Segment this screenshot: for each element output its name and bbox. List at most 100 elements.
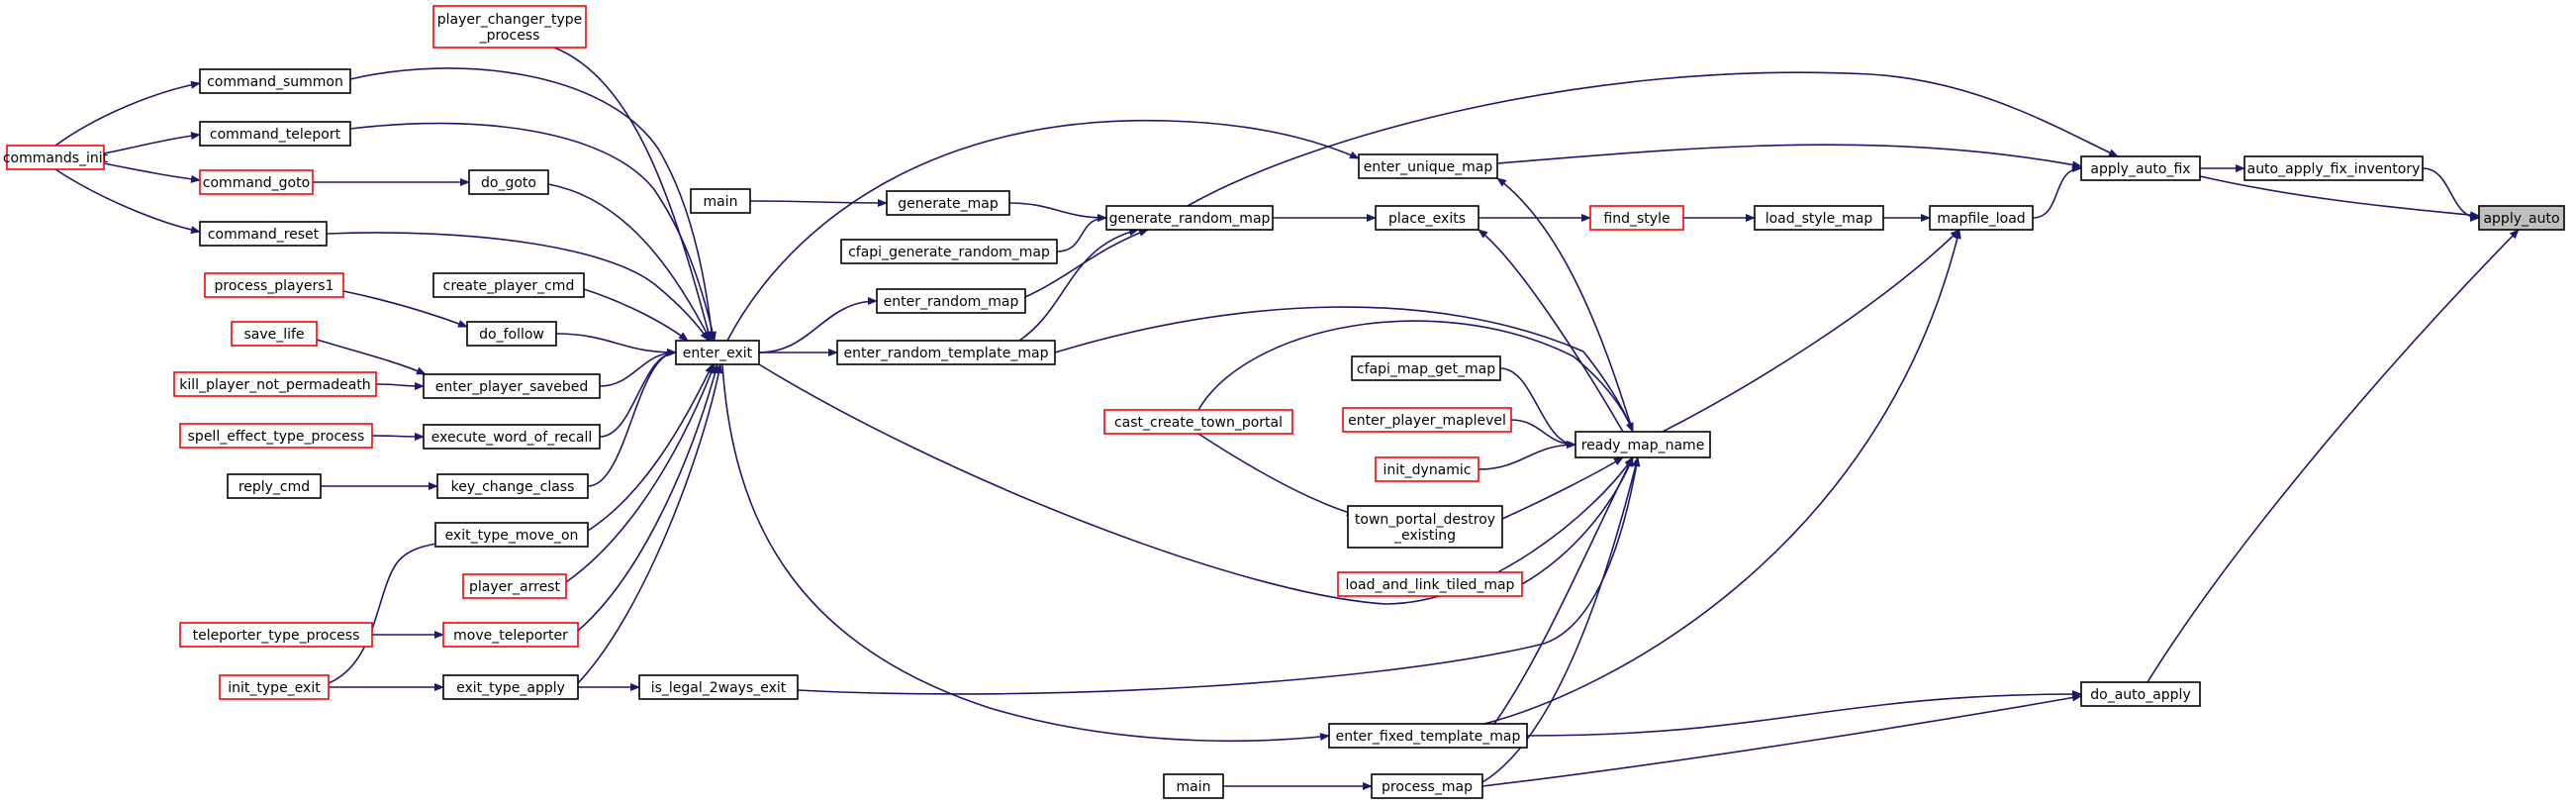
edge-cast-create-town-portal-to-ready-map-name [1197, 320, 1634, 433]
edge-ready-map-name-to-place-exits [1478, 229, 1624, 433]
edge-player-changer-type-process-to-enter-exit [553, 47, 713, 342]
edge-enter-random-template-map-to-generate-random-map [1018, 228, 1139, 342]
node-do-follow[interactable]: do_follow [466, 321, 557, 347]
node-apply-auto[interactable]: apply_auto [2478, 205, 2565, 231]
edge-ready-map-name-to-enter-unique-map [1496, 177, 1634, 433]
node-box [432, 5, 587, 49]
node-init-type-exit[interactable]: init_type_exit [219, 674, 330, 700]
node-kill-player-not-permadeath[interactable]: kill_player_not_permadeath [173, 371, 377, 397]
node-player-changer-type-process[interactable]: player_changer_type_process [432, 5, 587, 49]
node-box [675, 340, 760, 365]
node-layer: apply_auto auto_apply_fix_inventory apply_… [3, 5, 2565, 799]
node-apply-auto-fix[interactable]: apply_auto_fix [2080, 155, 2201, 181]
node-generate-random-map[interactable]: generate_random_map [1105, 205, 1274, 231]
node-label: spell_effect_type_process [188, 429, 365, 445]
node-label: cfapi_map_get_map [1357, 361, 1495, 377]
node-main1[interactable]: main [690, 188, 751, 214]
node-box [227, 473, 322, 499]
node-box [179, 423, 373, 449]
node-execute-word-of-recall[interactable]: execute_word_of_recall [423, 424, 601, 450]
node-is-legal-2ways-exit[interactable]: is_legal_2ways_exit [638, 674, 799, 700]
node-box [423, 373, 601, 399]
node-label: enter_unique_map [1364, 159, 1493, 175]
node-box [840, 239, 1058, 264]
node-label: _existing [1393, 528, 1456, 544]
node-box [199, 221, 328, 247]
edge-main1-to-generate-map [749, 198, 888, 207]
node-process-map[interactable]: process_map [1371, 773, 1483, 799]
node-command-reset[interactable]: command_reset [199, 221, 328, 247]
edge-apply-auto-fix-to-apply-auto [2199, 175, 2480, 220]
node-command-goto[interactable]: command_goto [199, 169, 314, 195]
node-load-and-link-tiled-map[interactable]: load_and_link_tiled_map [1337, 571, 1523, 597]
node-ready-map-name[interactable]: ready_map_name [1574, 431, 1711, 458]
node-label: commands_init [3, 151, 109, 166]
node-enter-random-map[interactable]: enter_random_map [876, 288, 1026, 314]
node-command-teleport[interactable]: command_teleport [199, 121, 351, 147]
node-auto-apply-fix-inventory[interactable]: auto_apply_fix_inventory [2243, 155, 2424, 181]
node-box [2080, 681, 2201, 707]
node-save-life[interactable]: save_life [231, 321, 318, 347]
edge-command-teleport-to-enter-exit [349, 122, 716, 342]
node-move-teleporter[interactable]: move_teleporter [442, 622, 579, 648]
node-box [886, 190, 1010, 216]
node-place-exits[interactable]: place_exits [1375, 205, 1479, 231]
node-label: ready_map_name [1581, 438, 1705, 453]
node-load-style-map[interactable]: load_style_map [1754, 205, 1884, 231]
node-label: teleporter_type_process [193, 628, 360, 644]
node-command-summon[interactable]: command_summon [199, 68, 351, 94]
node-do-auto-apply[interactable]: do_auto_apply [2080, 681, 2201, 707]
node-cfapi-generate-random-map[interactable]: cfapi_generate_random_map [840, 239, 1058, 264]
node-label: enter_exit [683, 346, 753, 361]
node-enter-unique-map[interactable]: enter_unique_map [1358, 153, 1498, 179]
node-cfapi-map-get-map[interactable]: cfapi_map_get_map [1351, 355, 1501, 381]
node-box [199, 121, 351, 147]
node-label: reply_cmd [239, 479, 310, 495]
node-process-players1[interactable]: process_players1 [204, 272, 344, 298]
edge-command-reset-to-enter-exit [326, 232, 710, 342]
node-cast-create-town-portal[interactable]: cast_create_town_portal [1103, 409, 1293, 435]
node-mapfile-load[interactable]: mapfile_load [1929, 205, 2034, 231]
node-do-goto[interactable]: do_goto [468, 169, 549, 195]
node-label: command_summon [207, 74, 343, 90]
node-main2[interactable]: main [1163, 773, 1224, 799]
node-commands-init[interactable]: commands_init [3, 145, 109, 170]
node-label: init_type_exit [228, 680, 321, 696]
node-key-change-class[interactable]: key_change_class [436, 473, 589, 499]
edge-command-summon-to-enter-exit [349, 67, 716, 342]
node-enter-exit[interactable]: enter_exit [675, 340, 760, 365]
node-generate-map[interactable]: generate_map [886, 190, 1010, 216]
node-label: main [1177, 779, 1211, 795]
node-box [1371, 773, 1483, 799]
node-label: command_teleport [210, 127, 341, 143]
node-enter-player-maplevel[interactable]: enter_player_maplevel [1342, 407, 1512, 433]
node-reply-cmd[interactable]: reply_cmd [227, 473, 322, 499]
node-exit-type-apply[interactable]: exit_type_apply [442, 674, 579, 700]
node-box [442, 674, 579, 700]
edge-process-map-to-do-auto-apply [1481, 693, 2082, 787]
node-spell-effect-type-process[interactable]: spell_effect_type_process [179, 423, 373, 449]
node-create-player-cmd[interactable]: create_player_cmd [432, 272, 585, 298]
edge-enter-exit-to-enter-fixed-template-map [721, 363, 1330, 743]
node-enter-fixed-template-map[interactable]: enter_fixed_template_map [1328, 723, 1528, 749]
node-box [876, 288, 1026, 314]
node-label: place_exits [1388, 211, 1466, 227]
edge-enter-unique-map-to-apply-auto-fix [1496, 144, 2082, 169]
edge-exit-type-move-on-to-enter-exit [587, 363, 714, 532]
node-exit-type-move-on[interactable]: exit_type_move_on [434, 522, 589, 548]
node-teleporter-type-process[interactable]: teleporter_type_process [179, 622, 373, 648]
node-player-arrest[interactable]: player_arrest [462, 573, 567, 599]
node-town-portal-destroy-existing[interactable]: town_portal_destroy_existing [1347, 505, 1503, 549]
node-label: _process [479, 28, 540, 44]
edge-spell-effect-type-process-to-execute-word-of-recall [371, 432, 425, 441]
node-box [1342, 407, 1512, 433]
node-box [836, 340, 1056, 365]
node-enter-random-template-map[interactable]: enter_random_template_map [836, 340, 1056, 365]
node-box [199, 169, 314, 195]
node-label: enter_player_maplevel [1348, 413, 1506, 429]
node-init-dynamic[interactable]: init_dynamic [1375, 456, 1479, 482]
node-find-style[interactable]: find_style [1589, 205, 1684, 231]
edge-generate-map-to-generate-random-map [1008, 202, 1107, 222]
node-enter-player-savebed[interactable]: enter_player_savebed [423, 373, 601, 399]
